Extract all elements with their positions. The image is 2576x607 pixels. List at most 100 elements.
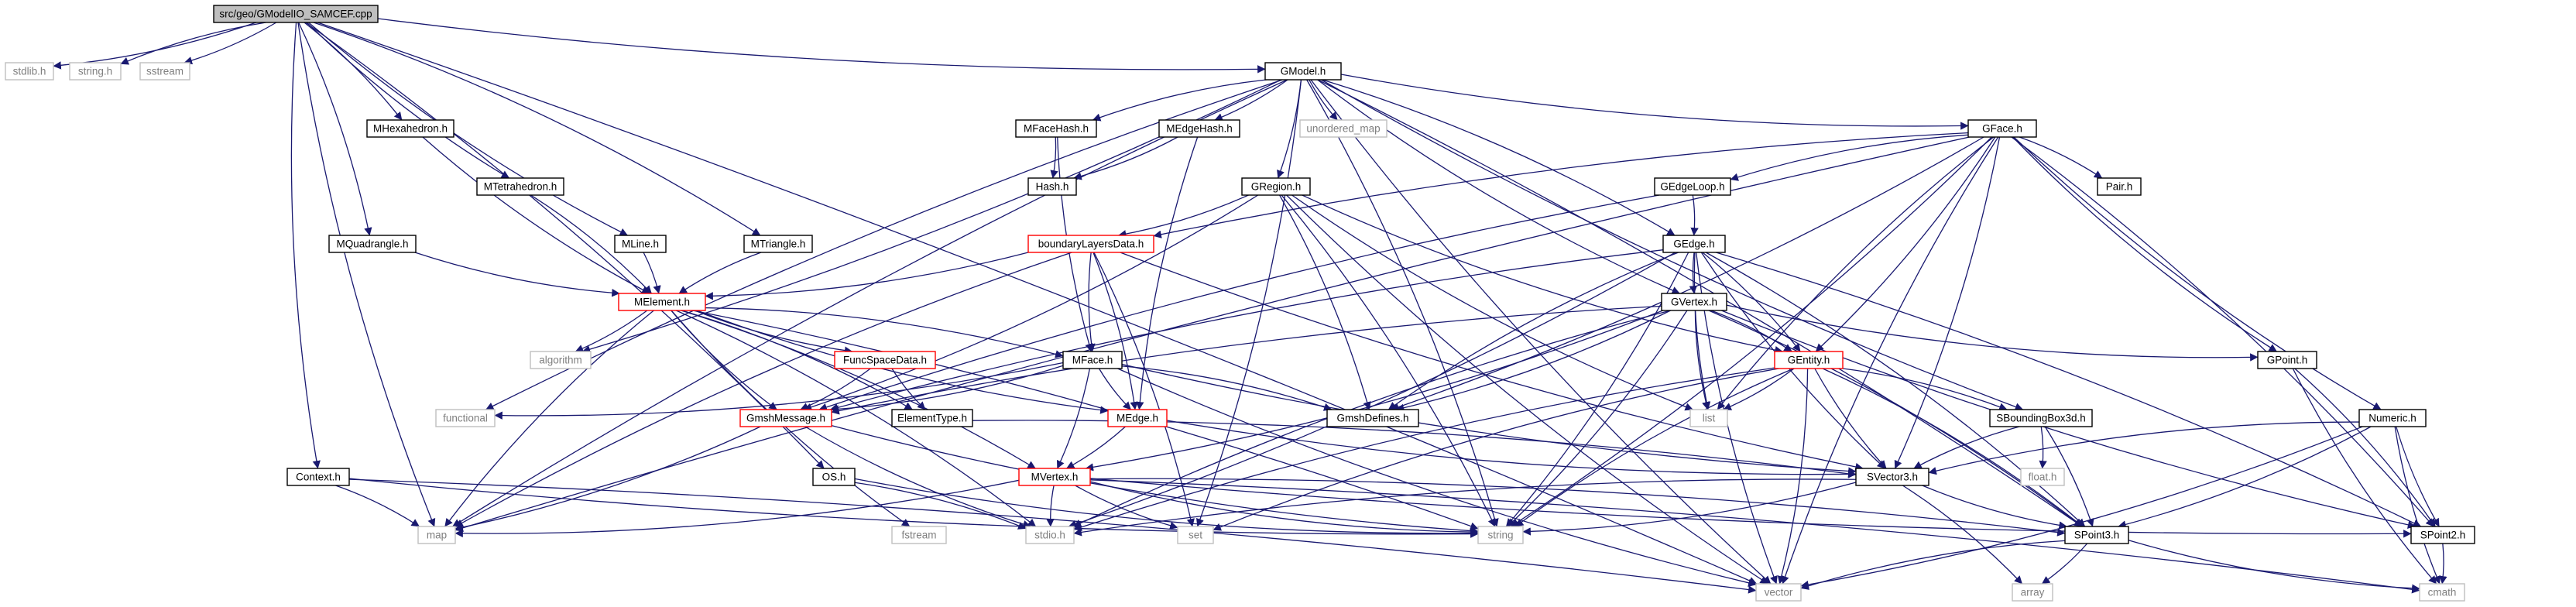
edge-gregion-to-string — [1281, 194, 1496, 527]
node-box — [2419, 583, 2465, 602]
node-label: MLine.h — [622, 238, 659, 250]
node-gedgeloop[interactable]: GEdgeLoop.h — [1654, 177, 1731, 196]
edge-gregion-to-vector — [1286, 194, 1768, 585]
node-elemtype[interactable]: ElementType.h — [891, 409, 973, 427]
node-mtetra[interactable]: MTetrahedron.h — [476, 177, 564, 196]
node-gvertex[interactable]: GVertex.h — [1661, 293, 1727, 311]
node-mquad[interactable]: MQuadrangle.h — [328, 235, 417, 253]
node-label: fstream — [901, 530, 936, 541]
edge-mvertex-to-map — [454, 479, 1020, 538]
node-label: MElement.h — [634, 297, 690, 308]
edge-mline-to-melement — [643, 252, 661, 294]
node-root[interactable]: src/geo/GModelIO_SAMCEF.cpp — [213, 5, 379, 23]
edge-gentity-to-vector — [1777, 368, 1809, 585]
node-svector[interactable]: SVector3.h — [1855, 468, 1929, 486]
node-label: Context.h — [296, 472, 341, 483]
edge-melement-to-map — [444, 310, 654, 527]
node-label: GEdge.h — [1673, 238, 1714, 250]
node-sbbox[interactable]: SBoundingBox3d.h — [1989, 409, 2093, 427]
edge-bld-to-map — [454, 252, 1072, 527]
node-box — [1025, 526, 1075, 544]
edge-bld-to-svector — [1120, 252, 1864, 472]
node-box — [2020, 468, 2065, 486]
edge-gedgeloop-to-gedge — [1690, 194, 1699, 236]
node-mline[interactable]: MLine.h — [614, 235, 667, 253]
node-label: GmshMessage.h — [746, 413, 825, 424]
node-gmshdef[interactable]: GmshDefines.h — [1326, 409, 1419, 427]
node-medgehash[interactable]: MEdgeHash.h — [1158, 119, 1240, 138]
node-gmshmsg[interactable]: GmshMessage.h — [739, 409, 832, 427]
node-box — [530, 351, 592, 369]
edge-gface-to-gpoint — [2012, 136, 2277, 352]
node-box — [2257, 351, 2317, 369]
node-label: OS.h — [822, 472, 846, 483]
edge-gedge-to-gvertex — [1689, 252, 1697, 294]
edge-gmshmsg-to-map — [454, 426, 761, 532]
edge-gregion-to-bld — [1118, 194, 1249, 238]
edge-context-to-string — [348, 478, 1479, 538]
node-vector: vector — [1755, 583, 1802, 602]
edge-mface-to-functional — [494, 362, 1064, 420]
node-mfacehash[interactable]: MFaceHash.h — [1015, 119, 1097, 138]
node-gmodel[interactable]: GModel.h — [1264, 62, 1342, 81]
edge-gface-to-map — [454, 136, 1970, 532]
node-context[interactable]: Context.h — [286, 468, 350, 486]
node-label: SBoundingBox3d.h — [1996, 413, 2086, 424]
node-bld[interactable]: boundaryLayersData.h — [1027, 235, 1154, 253]
node-box — [366, 119, 454, 138]
node-numeric[interactable]: Numeric.h — [2358, 409, 2427, 427]
edge-root-to-mhexa — [304, 22, 403, 121]
edge-gedge-to-gentity — [1702, 252, 1801, 352]
node-label: algorithm — [539, 355, 582, 366]
node-stringh: string.h — [69, 62, 122, 81]
edge-gregion-to-gmshdef — [1279, 194, 1371, 410]
edge-mvertex-to-set — [1075, 485, 1178, 530]
node-pair[interactable]: Pair.h — [2097, 177, 2142, 196]
node-gedge[interactable]: GEdge.h — [1662, 235, 1726, 253]
node-label: MFaceHash.h — [1024, 123, 1089, 135]
edge-funcspace-to-gmshmsg — [800, 368, 871, 410]
node-box — [1177, 526, 1214, 544]
node-label: MVertex.h — [1031, 472, 1079, 483]
node-osh[interactable]: OS.h — [812, 468, 856, 486]
edge-gvertex-to-gmshmsg — [831, 305, 1662, 415]
edge-gedge-to-spoint2 — [1716, 252, 2422, 527]
node-box — [1027, 177, 1077, 196]
node-melement[interactable]: MElement.h — [618, 293, 706, 311]
node-box — [1241, 177, 1311, 196]
node-spoint3[interactable]: SPoint3.h — [2064, 526, 2129, 544]
node-mtri[interactable]: MTriangle.h — [743, 235, 813, 253]
node-spoint2[interactable]: SPoint2.h — [2410, 526, 2475, 544]
node-gface[interactable]: GFace.h — [1967, 119, 2037, 138]
node-box — [1107, 409, 1168, 427]
edge-root-to-context — [290, 22, 321, 469]
node-stdio: stdio.h — [1025, 526, 1075, 544]
node-hashh[interactable]: Hash.h — [1027, 177, 1077, 196]
edge-sbbox-to-svector — [1913, 426, 2020, 469]
edge-gmodel-to-mfacehash — [1092, 79, 1267, 122]
node-gregion[interactable]: GRegion.h — [1241, 177, 1311, 196]
node-label: GFace.h — [1982, 123, 2022, 135]
node-box — [476, 177, 564, 196]
edge-melement-to-mface — [705, 307, 1064, 358]
node-label: list — [1703, 413, 1716, 424]
node-mhexa[interactable]: MHexahedron.h — [366, 119, 454, 138]
edge-osh-to-string — [854, 478, 1479, 537]
edge-spoint3-to-vector — [1800, 540, 2066, 590]
edge-gface-to-string — [1511, 136, 1992, 527]
edge-root-to-sstream — [184, 22, 277, 65]
edge-svector-to-stdio — [1073, 478, 1857, 537]
node-gentity[interactable]: GEntity.h — [1774, 351, 1844, 369]
node-funcspace[interactable]: FuncSpaceData.h — [834, 351, 936, 369]
node-medge[interactable]: MEdge.h — [1107, 409, 1168, 427]
edge-root-to-gmodel — [377, 18, 1266, 74]
edge-gentity-to-set — [1213, 368, 1779, 531]
node-gpoint[interactable]: GPoint.h — [2257, 351, 2317, 369]
edge-gface-to-spoint2 — [2011, 136, 2434, 527]
node-label: FuncSpaceData.h — [843, 355, 927, 366]
node-mface[interactable]: MFace.h — [1062, 351, 1123, 369]
node-label: GVertex.h — [1671, 297, 1717, 308]
node-box — [1661, 293, 1727, 311]
node-mvertex[interactable]: MVertex.h — [1018, 468, 1091, 486]
